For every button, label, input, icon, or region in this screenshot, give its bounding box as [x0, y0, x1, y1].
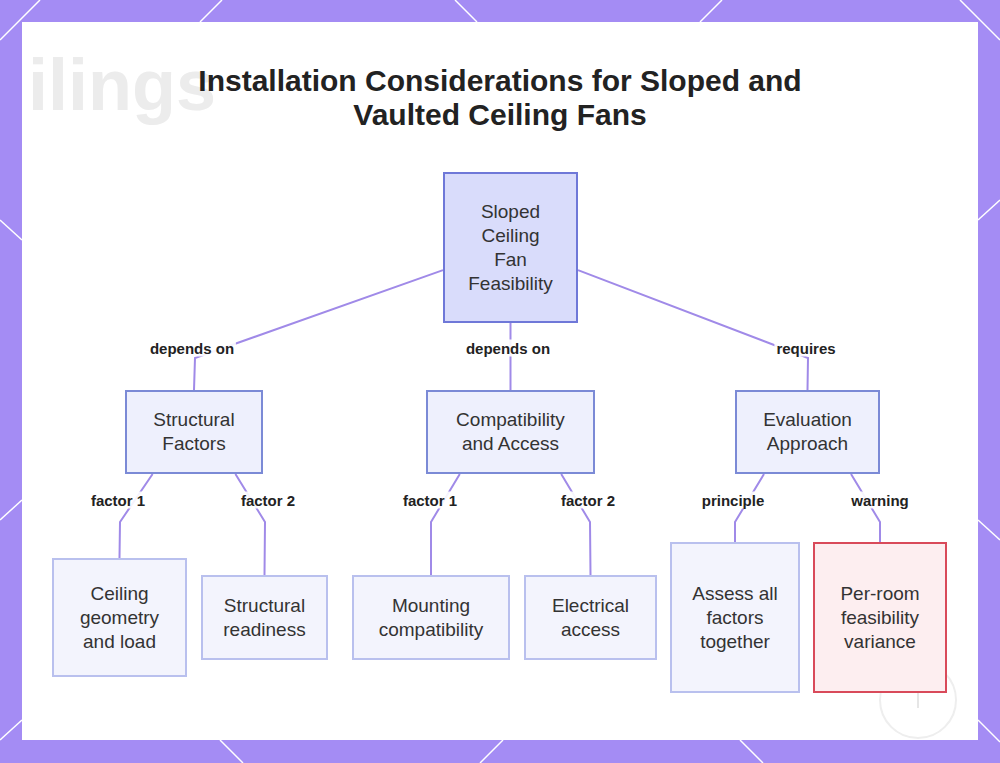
box-label: Structural Factors [139, 408, 249, 456]
diagram-title: Installation Considerations for Sloped a… [150, 64, 850, 132]
root-box: Sloped Ceiling Fan Feasibility [443, 172, 578, 323]
box-text-group: Assess all factors together [682, 582, 788, 654]
box-text-group: Structural readiness [213, 594, 316, 642]
edge-label: factor 2 [559, 492, 617, 509]
factor-box: Ceiling geometry and load [52, 558, 187, 677]
box-text-group: Ceiling geometry and load [64, 582, 175, 654]
box-label: Evaluation Approach [749, 408, 866, 456]
category-box: Compatibility and Access [426, 390, 595, 474]
factor-box: Electrical access [524, 575, 657, 660]
connector-line [235, 474, 265, 575]
box-text-group: Mounting compatibility [364, 594, 498, 642]
box-text-group: Per-room feasibility variance [825, 582, 935, 654]
connector-line [120, 474, 153, 558]
box-label: Structural readiness [213, 594, 316, 642]
principle-box: Assess all factors together [670, 542, 800, 693]
box-label: Per-room feasibility variance [825, 582, 935, 654]
connector-line [194, 270, 443, 390]
edge-label: factor 2 [239, 492, 297, 509]
warning-box: Per-room feasibility variance [813, 542, 947, 693]
box-label: Ceiling geometry and load [64, 582, 175, 654]
edge-label: requires [774, 340, 837, 357]
box-text-group: Evaluation Approach [749, 408, 866, 456]
edge-label: depends on [464, 340, 552, 357]
connector-line [578, 270, 808, 390]
edge-label: factor 1 [401, 492, 459, 509]
category-box: Evaluation Approach [735, 390, 880, 474]
edge-label: warning [849, 492, 911, 509]
box-text-group: Electrical access [536, 594, 645, 642]
box-label: Sloped Ceiling Fan Feasibility [463, 200, 558, 296]
factor-box: Structural readiness [201, 575, 328, 660]
connector-line [431, 474, 460, 575]
factor-box: Mounting compatibility [352, 575, 510, 660]
box-label: Mounting compatibility [364, 594, 498, 642]
connector-line [561, 474, 590, 575]
edge-label: factor 1 [89, 492, 147, 509]
edge-label: depends on [148, 340, 236, 357]
box-text-group: Structural Factors [139, 408, 249, 456]
box-label: Compatibility and Access [442, 408, 579, 456]
box-label: Assess all factors together [682, 582, 788, 654]
box-label: Electrical access [536, 594, 645, 642]
edge-label: principle [700, 492, 767, 509]
category-box: Structural Factors [125, 390, 263, 474]
box-text-group: Sloped Ceiling Fan Feasibility [463, 200, 558, 296]
connector-line [510, 323, 512, 390]
box-text-group: Compatibility and Access [442, 408, 579, 456]
watermark-text: ilings [28, 44, 216, 126]
